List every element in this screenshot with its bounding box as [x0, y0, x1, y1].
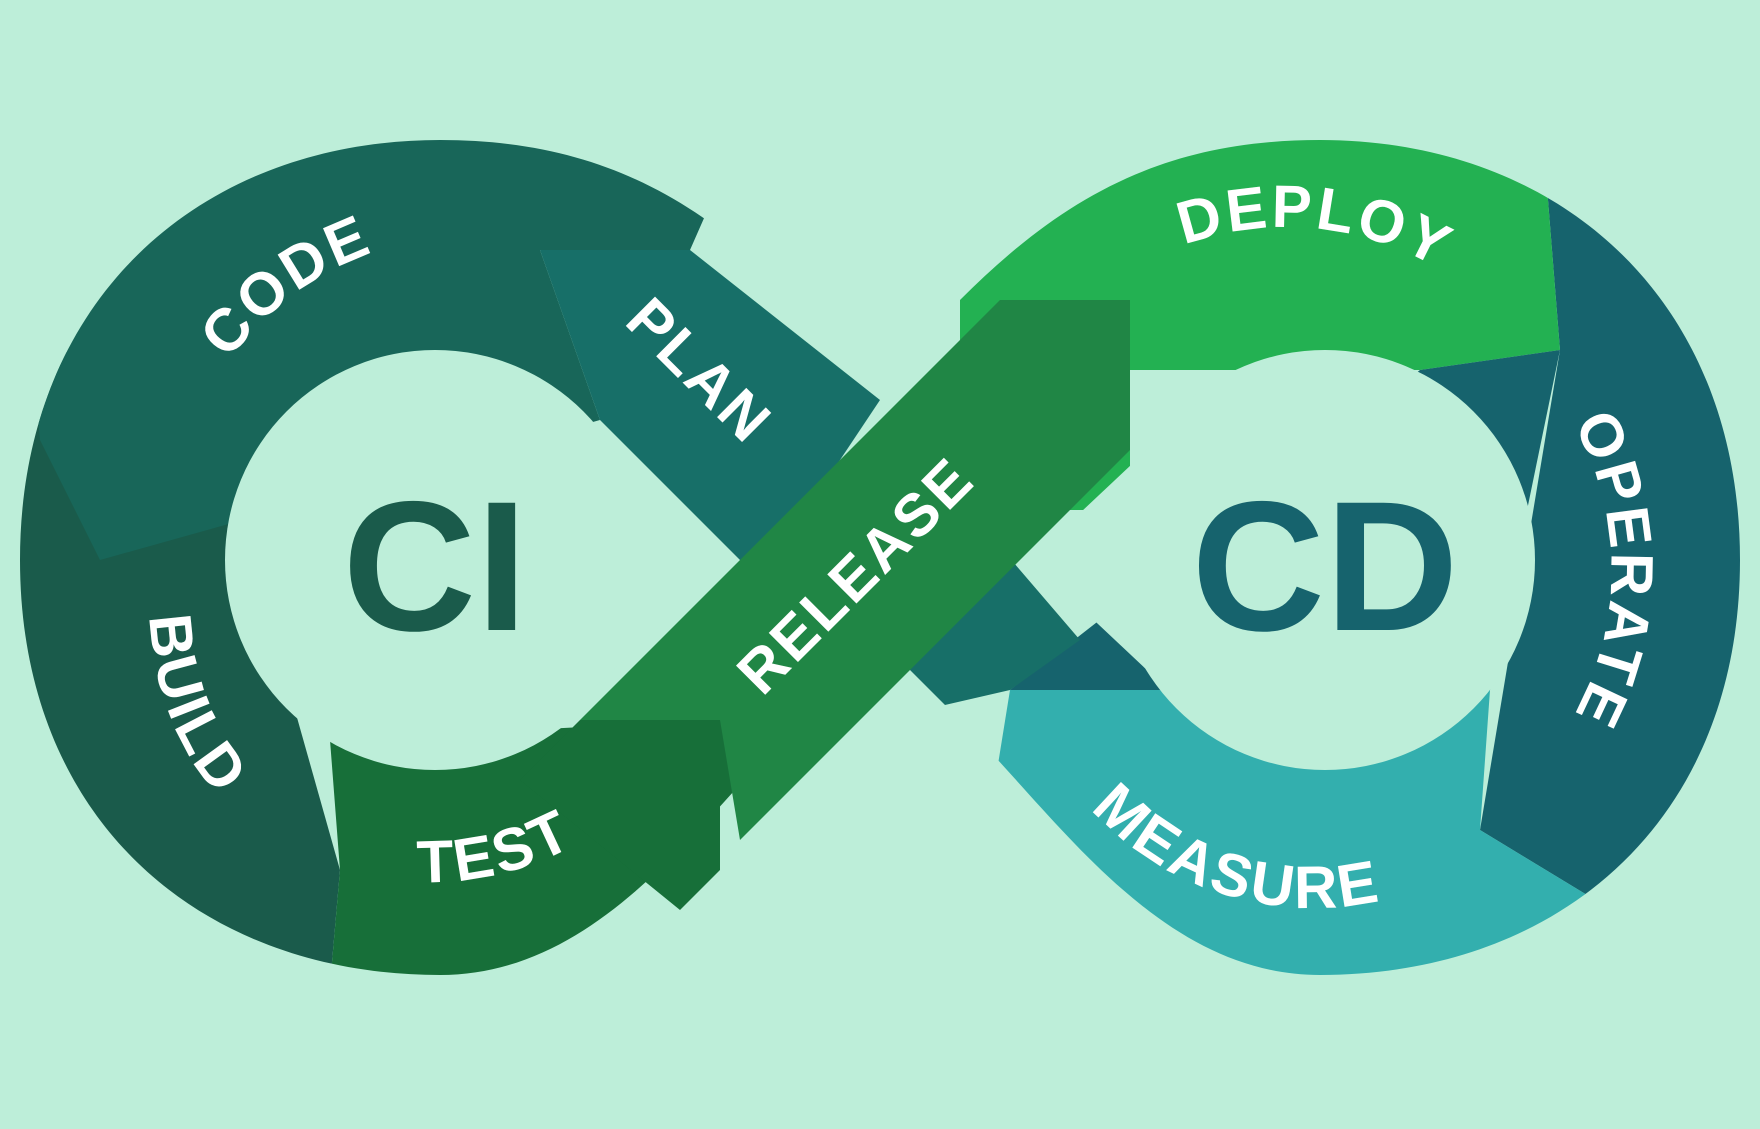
segment-release [580, 300, 1130, 840]
segment-plan [540, 250, 880, 580]
cd-hub-notch [1030, 400, 1200, 720]
segment-release-tail [520, 720, 720, 910]
ci-hub-notch [560, 400, 730, 720]
cd-hub [1115, 350, 1535, 770]
ci-hub [225, 350, 645, 770]
ci-hub-label: CI [343, 464, 528, 670]
segment-crossover [880, 500, 1080, 720]
cd-hub-label: CD [1191, 464, 1458, 670]
